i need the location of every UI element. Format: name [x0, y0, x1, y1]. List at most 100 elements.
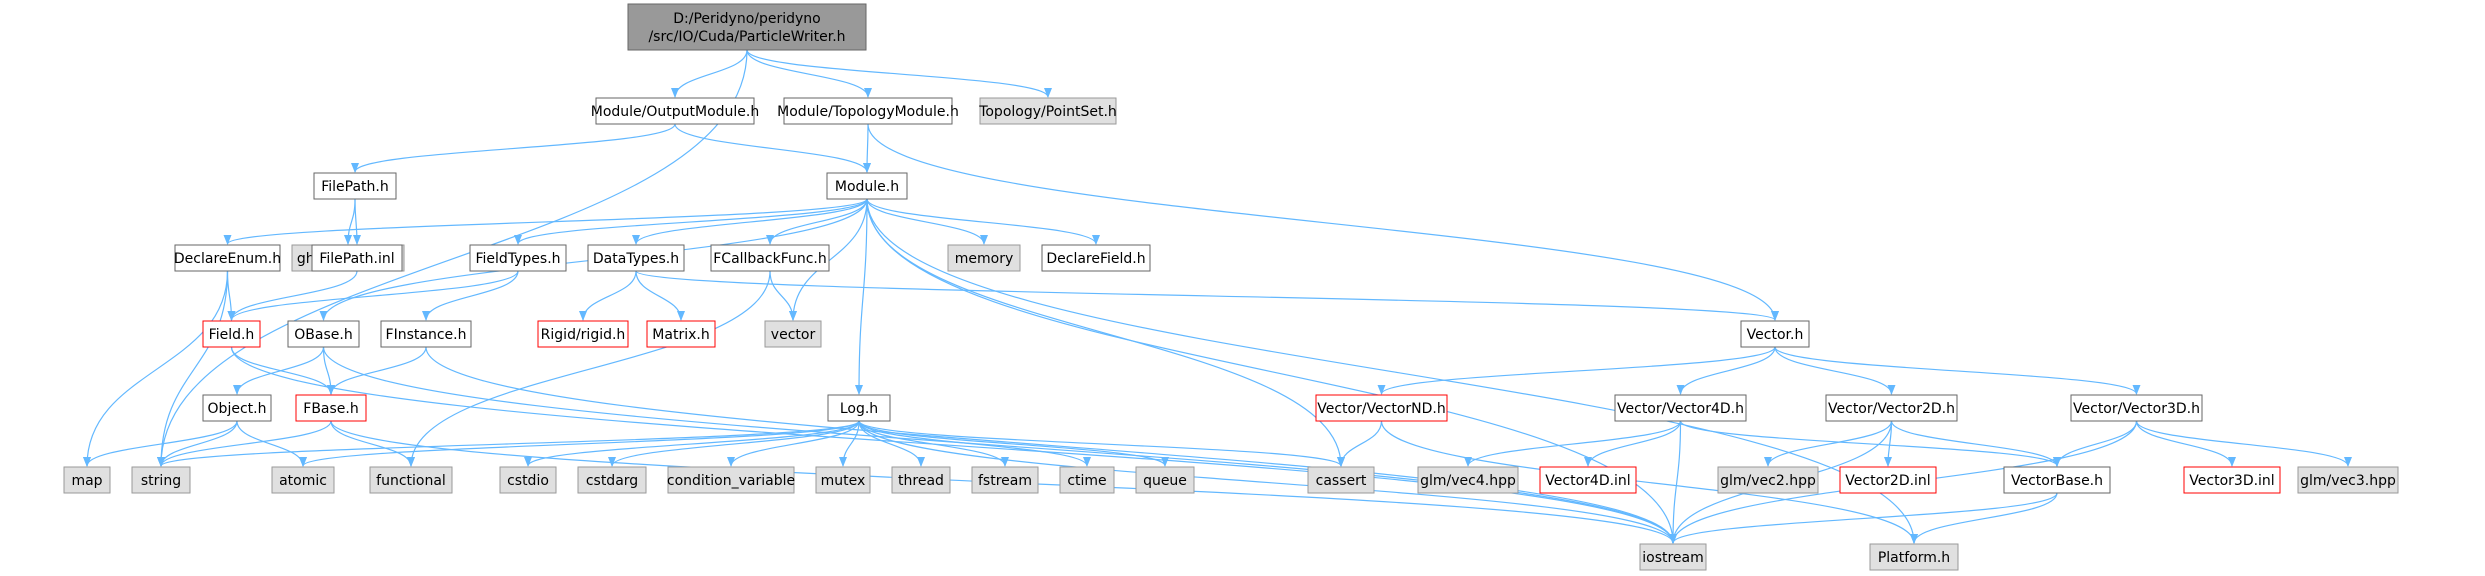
node-declarefield[interactable]: DeclareField.h: [1041, 244, 1151, 272]
node-fieldtypes[interactable]: FieldTypes.h: [469, 244, 567, 272]
edge-vector4d-to-glmvec4: [1464, 420, 1682, 467]
node-obase[interactable]: OBase.h: [287, 320, 360, 348]
node-label: Field.h: [209, 327, 255, 343]
node-module[interactable]: Module.h: [826, 172, 908, 200]
edge-vector3d-to-vectorbase: [2053, 420, 2138, 467]
node-ctime[interactable]: ctime: [1059, 466, 1115, 494]
node-topologymodule[interactable]: Module/TopologyModule.h: [777, 97, 959, 125]
edge-obase-to-iostream: [322, 346, 1677, 544]
node-fstream[interactable]: fstream: [971, 466, 1039, 494]
node-label: Vector3D.inl: [2189, 473, 2274, 489]
edge-log-to-condvar: [727, 420, 860, 467]
edge-declareenum-to-map: [83, 270, 229, 467]
node-filepathinl[interactable]: FilePath.inl: [311, 244, 403, 272]
node-label: Platform.h: [1878, 550, 1950, 566]
node-vector4d[interactable]: Vector/Vector4D.h: [1614, 394, 1747, 422]
node-declareenum[interactable]: DeclareEnum.h: [174, 244, 281, 272]
node-box: [287, 320, 360, 348]
node-vectorh[interactable]: Vector.h: [1740, 320, 1810, 348]
node-map[interactable]: map: [63, 466, 111, 494]
node-box: [783, 97, 953, 125]
node-vector2d[interactable]: Vector/Vector2D.h: [1825, 394, 1958, 422]
node-platform[interactable]: Platform.h: [1869, 543, 1959, 571]
node-glmvec4[interactable]: glm/vec4.hpp: [1417, 466, 1519, 494]
node-label: memory: [955, 251, 1014, 267]
edge-vector2d-to-vectorbase: [1890, 420, 2061, 467]
node-box: [587, 244, 685, 272]
node-thread[interactable]: thread: [891, 466, 951, 494]
node-cstdarg[interactable]: cstdarg: [577, 466, 647, 494]
node-glmvec3[interactable]: glm/vec3.hpp: [2297, 466, 2399, 494]
node-label: Module/TopologyModule.h: [777, 104, 959, 120]
node-glmvec2[interactable]: glm/vec2.hpp: [1717, 466, 1819, 494]
node-functional[interactable]: functional: [369, 466, 453, 494]
node-vector[interactable]: vector: [764, 320, 822, 348]
node-box: [174, 244, 281, 272]
node-vector3dinl[interactable]: Vector3D.inl: [2183, 466, 2281, 494]
edge-log-to-string: [157, 420, 860, 467]
node-cassert[interactable]: cassert: [1307, 466, 1375, 494]
node-atomic[interactable]: atomic: [271, 466, 335, 494]
node-box: [2003, 466, 2111, 494]
node-label: map: [71, 473, 102, 489]
node-queue[interactable]: queue: [1135, 466, 1195, 494]
edge-module-to-datatypes: [632, 198, 868, 245]
node-vector3d[interactable]: Vector/Vector3D.h: [2070, 394, 2203, 422]
node-label: VectorBase.h: [2011, 473, 2103, 489]
node-mutex[interactable]: mutex: [815, 466, 871, 494]
node-object[interactable]: Object.h: [202, 394, 272, 422]
edge-fcallback-to-vector: [769, 270, 797, 321]
node-box: [469, 244, 567, 272]
node-label: FilePath.h: [321, 179, 389, 195]
node-box: [595, 97, 755, 125]
node-vectornd[interactable]: Vector/VectorND.h: [1315, 394, 1448, 422]
node-box: [815, 466, 871, 494]
node-log[interactable]: Log.h: [827, 394, 891, 422]
node-label: string: [141, 473, 181, 489]
node-box: [971, 466, 1039, 494]
node-vector2dinl[interactable]: Vector2D.inl: [1839, 466, 1937, 494]
node-label: FInstance.h: [386, 327, 467, 343]
edge-vector4d-to-vector4dinl: [1584, 420, 1682, 467]
edge-root-to-pointset: [746, 49, 1052, 98]
node-fbase[interactable]: FBase.h: [295, 394, 367, 422]
node-box: [577, 466, 647, 494]
node-label: Topology/PointSet.h: [978, 104, 1117, 120]
node-vectorbase[interactable]: VectorBase.h: [2003, 466, 2111, 494]
node-outputmodule[interactable]: Module/OutputModule.h: [591, 97, 760, 125]
edge-log-to-cstdarg: [608, 420, 860, 467]
node-box: [1417, 466, 1519, 494]
node-pointset[interactable]: Topology/PointSet.h: [978, 97, 1117, 125]
node-box: [202, 394, 272, 422]
node-label: Vector/VectorND.h: [1317, 401, 1446, 417]
node-cstdio[interactable]: cstdio: [499, 466, 557, 494]
node-root[interactable]: D:/Peridyno/peridyno/src/IO/Cuda/Particl…: [627, 3, 867, 51]
node-label: FBase.h: [303, 401, 358, 417]
node-box: [1639, 543, 1707, 571]
node-datatypes[interactable]: DataTypes.h: [587, 244, 685, 272]
edge-filepath-to-filepathinl: [352, 198, 361, 245]
node-label: /src/IO/Cuda/ParticleWriter.h: [648, 29, 845, 45]
node-label: Vector/Vector3D.h: [2073, 401, 2200, 417]
node-matrix[interactable]: Matrix.h: [646, 320, 716, 348]
edge-module-to-declarefield: [866, 198, 1100, 245]
edge-fieldtypes-to-finstance: [422, 270, 519, 321]
node-label: iostream: [1642, 550, 1704, 566]
node-memory[interactable]: memory: [947, 244, 1021, 272]
node-label: glm/vec3.hpp: [2300, 473, 2396, 489]
node-iostream[interactable]: iostream: [1639, 543, 1707, 571]
node-vector4dinl[interactable]: Vector4D.inl: [1539, 466, 1637, 494]
node-box: [627, 3, 867, 51]
node-string[interactable]: string: [131, 466, 191, 494]
edge-log-to-ctime: [858, 420, 1091, 467]
node-fcallback[interactable]: FCallbackFunc.h: [710, 244, 830, 272]
node-filepath[interactable]: FilePath.h: [313, 172, 397, 200]
node-box: [380, 320, 472, 348]
node-condvar[interactable]: condition_variable: [667, 466, 795, 494]
node-rigid[interactable]: Rigid/rigid.h: [537, 320, 629, 348]
edge-vector3d-to-vector3dinl: [2135, 420, 2236, 467]
node-field[interactable]: Field.h: [202, 320, 261, 348]
node-finstance[interactable]: FInstance.h: [380, 320, 472, 348]
node-label: Vector/Vector2D.h: [1828, 401, 1955, 417]
node-label: Vector2D.inl: [1845, 473, 1930, 489]
